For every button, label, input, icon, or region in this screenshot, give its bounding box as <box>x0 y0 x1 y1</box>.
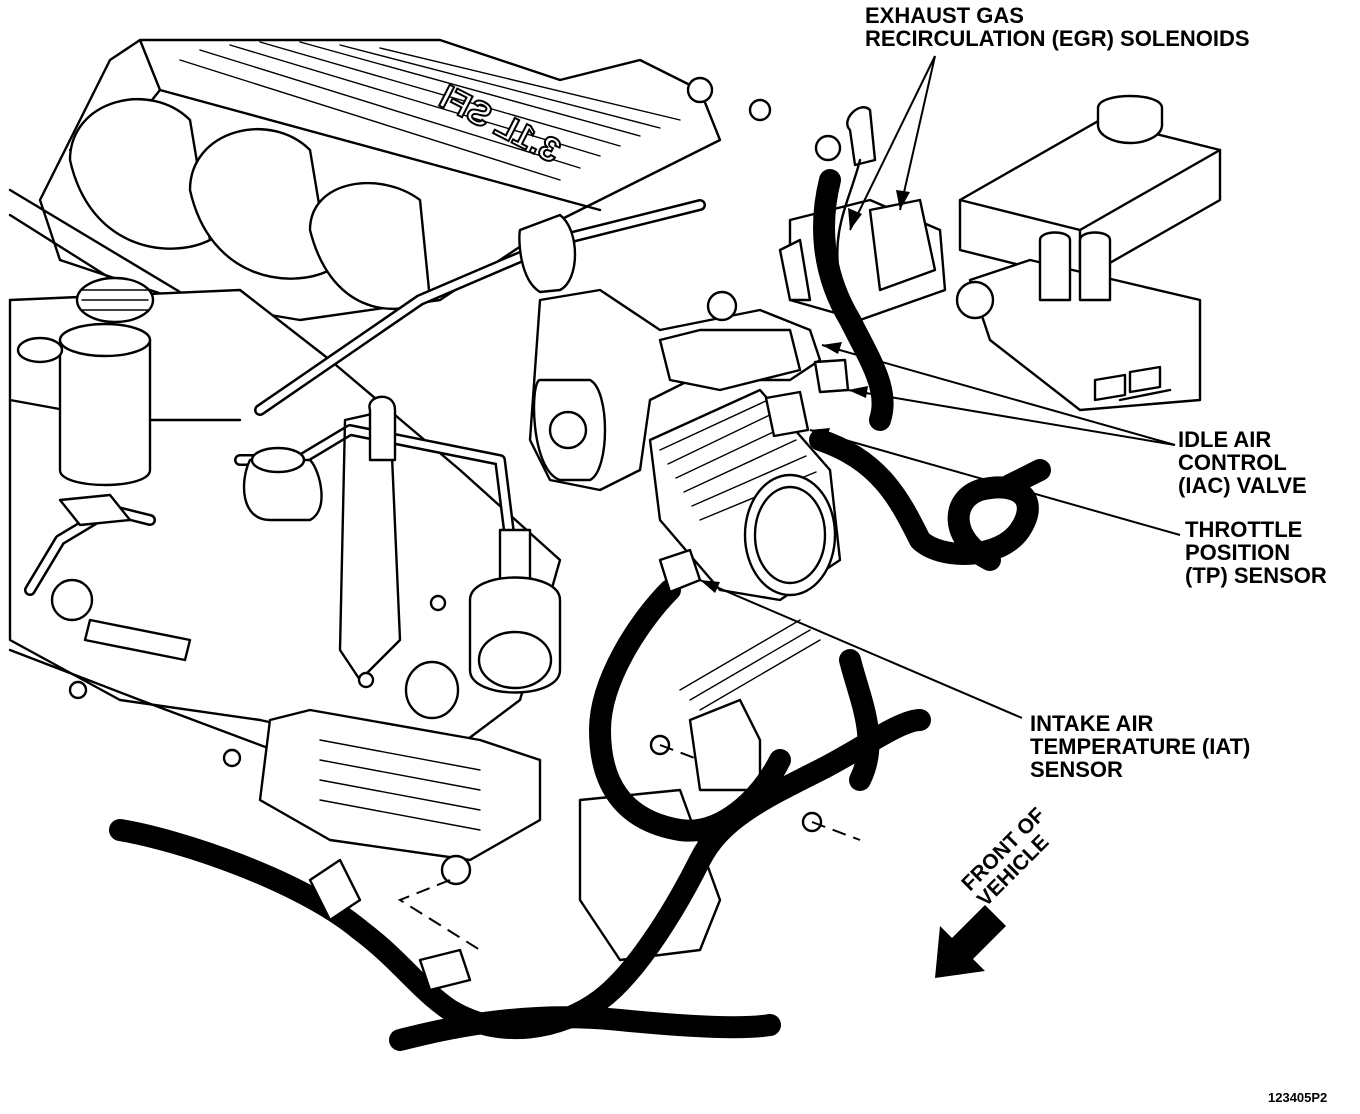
egr-label-line-1: EXHAUST GAS <box>865 3 1024 28</box>
iat-label-line-1: INTAKE AIR <box>1030 711 1154 736</box>
iac-label-line-3: (IAC) VALVE <box>1178 473 1307 498</box>
master-cylinder <box>955 94 1222 412</box>
iac-arrowhead-2 <box>848 386 868 398</box>
egr-solenoids <box>778 106 947 382</box>
tp-label-line-3: (TP) SENSOR <box>1185 563 1327 588</box>
tp-label-line-2: POSITION <box>1185 540 1291 565</box>
iac-label-line-1: IDLE AIR <box>1178 427 1272 452</box>
iat-sensor-label: INTAKE AIR TEMPERATURE (IAT) SENSOR <box>1030 712 1250 781</box>
iat-leader <box>699 579 1023 719</box>
iac-leader-1 <box>821 344 1176 446</box>
dashed-routing-line <box>811 821 861 841</box>
intake-plenum <box>38 38 722 322</box>
figure-id: 123405P2 <box>1268 1090 1328 1105</box>
tp-leader <box>809 429 1181 536</box>
tp-label-line-1: THROTTLE <box>1185 517 1303 542</box>
egr-label-line-2: RECIRCULATION (EGR) SOLENOIDS <box>865 26 1250 51</box>
iac-label-line-2: CONTROL <box>1178 450 1287 475</box>
dashed-routing-line <box>659 744 701 761</box>
egr-solenoids-label: EXHAUST GAS RECIRCULATION (EGR) SOLENOID… <box>865 4 1250 50</box>
tp-arrowhead <box>810 428 830 440</box>
iac-arrowhead-1 <box>822 342 842 354</box>
wiring-harness <box>109 169 1051 1051</box>
front-of-vehicle-arrow <box>935 905 1006 978</box>
egr-arrowhead-2 <box>896 190 910 210</box>
tp-sensor-label: THROTTLE POSITION (TP) SENSOR <box>1185 518 1327 587</box>
iat-arrowhead <box>700 580 720 593</box>
leader-lines <box>699 55 1181 719</box>
dashed-routing-line <box>397 879 481 951</box>
iac-leader-2 <box>847 389 1176 446</box>
iac-valve-label: IDLE AIR CONTROL (IAC) VALVE <box>1178 428 1307 497</box>
iat-label-line-3: SENSOR <box>1030 757 1123 782</box>
egr-leader-1 <box>849 55 936 231</box>
lower-engine <box>8 188 706 768</box>
throttle-body-assembly <box>528 76 850 602</box>
egr-leader-2 <box>899 55 936 211</box>
iat-label-line-2: TEMPERATURE (IAT) <box>1030 734 1251 759</box>
egr-arrowhead-1 <box>848 208 862 230</box>
